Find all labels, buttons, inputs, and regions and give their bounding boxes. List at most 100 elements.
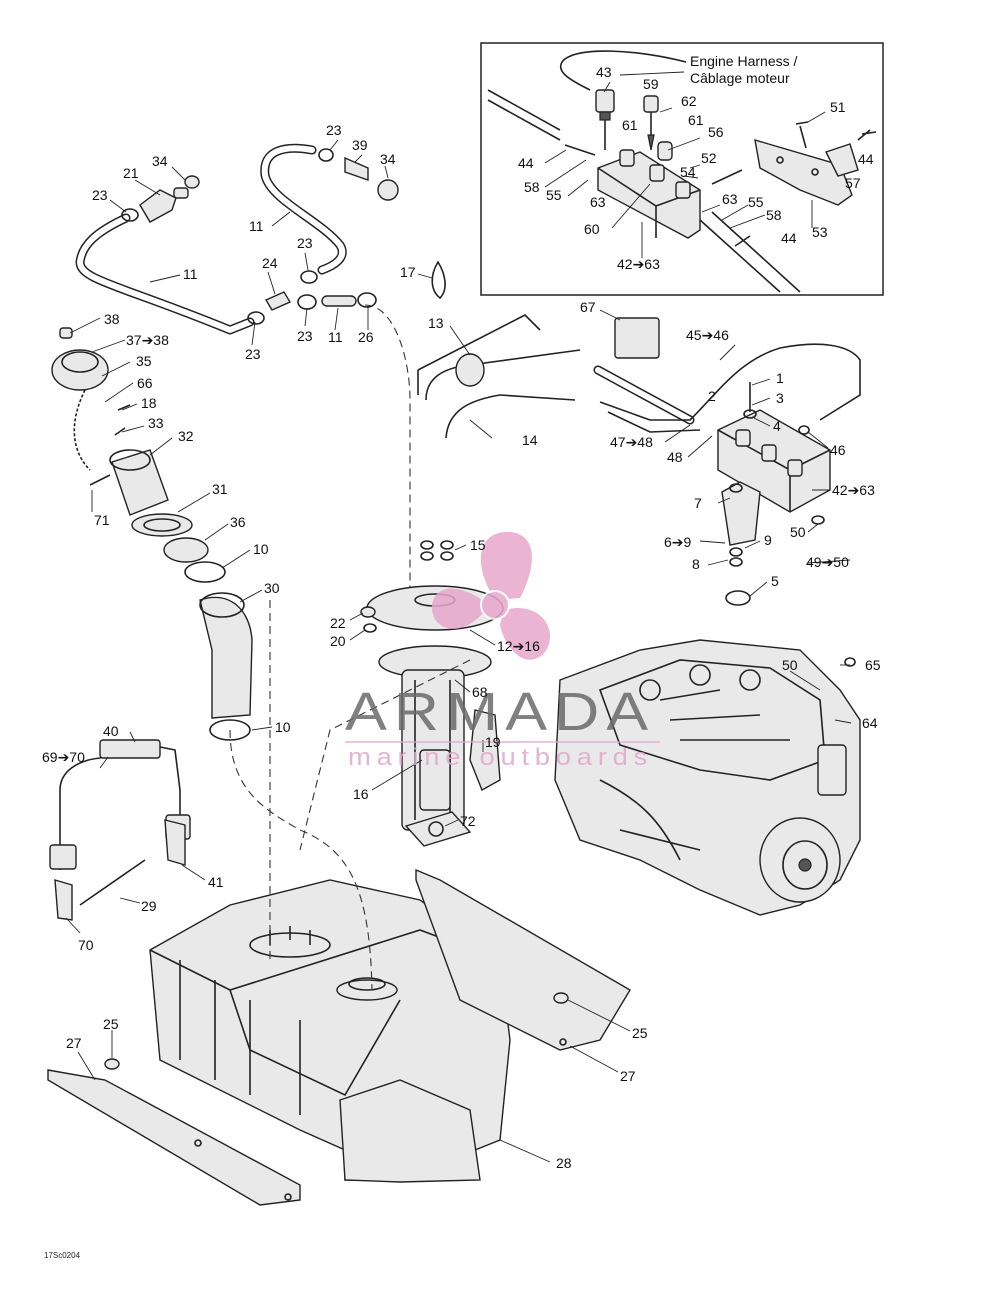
injector-6 [721, 481, 761, 546]
callout-44c: 44 [781, 230, 797, 246]
callout-63a: 63 [590, 194, 606, 210]
callout-64: 64 [862, 715, 878, 731]
callout-39: 39 [352, 137, 368, 153]
bracket-57 [825, 143, 859, 177]
callout-71: 71 [94, 512, 110, 528]
harness-label-fr: Câblage moteur [690, 70, 790, 86]
callout-63b: 63 [722, 191, 738, 207]
callout-68: 68 [472, 684, 488, 700]
callout-24: 24 [262, 255, 278, 271]
callout-8: 8 [692, 556, 700, 572]
callout-18: 18 [141, 395, 157, 411]
callout-26: 26 [358, 329, 374, 345]
callout-19: 19 [485, 734, 501, 750]
callout-47-48: 47➔48 [610, 434, 653, 450]
callout-11b: 11 [183, 266, 198, 282]
callout-3: 3 [776, 390, 784, 406]
callout-27a: 27 [66, 1035, 82, 1051]
callout-32: 32 [178, 428, 194, 444]
main-leaders [65, 139, 852, 1163]
callout-15: 15 [470, 537, 486, 553]
callout-23d: 23 [245, 346, 261, 362]
fuel-rail-hoses-right [593, 317, 876, 703]
callout-30: 30 [264, 580, 280, 596]
callout-7: 7 [694, 495, 702, 511]
callout-29: 29 [141, 898, 157, 914]
fuel-tank-28 [149, 600, 511, 1183]
callout-70: 70 [78, 937, 94, 953]
harness-conduit-lower [699, 211, 801, 293]
callout-53: 53 [812, 224, 828, 240]
callout-16: 16 [353, 786, 369, 802]
pressure-sensor-43 [595, 89, 615, 150]
callout-25b: 25 [632, 1025, 648, 1041]
callout-55a: 55 [546, 187, 562, 203]
callout-31: 31 [212, 481, 228, 497]
callout-27b: 27 [620, 1068, 636, 1084]
callout-52: 52 [701, 150, 717, 166]
callout-66: 66 [137, 375, 153, 391]
callout-10a: 10 [253, 541, 269, 557]
callout-17: 17 [400, 264, 416, 280]
callout-23c: 23 [297, 235, 313, 251]
callout-59: 59 [643, 76, 659, 92]
callout-23e: 23 [297, 328, 313, 344]
fuel-hoses-11 [75, 143, 357, 335]
callout-23b: 23 [92, 187, 108, 203]
callout-35: 35 [136, 353, 152, 369]
callout-38: 38 [104, 311, 120, 327]
callout-33: 33 [148, 415, 164, 431]
callout-23a: 23 [326, 122, 342, 138]
callout-48: 48 [667, 449, 683, 465]
module-67 [614, 317, 660, 359]
callout-36: 36 [230, 514, 246, 530]
engine-block [554, 639, 861, 916]
fitting-56 [657, 141, 673, 161]
callout-28: 28 [556, 1155, 572, 1171]
clamp-10-upper [184, 561, 226, 583]
callout-34a: 34 [380, 151, 396, 167]
harness-cable [559, 50, 687, 91]
callout-14: 14 [522, 432, 538, 448]
callout-9: 9 [764, 532, 772, 548]
callout-6-9: 6➔9 [664, 534, 692, 550]
fuel-rail-inset [597, 149, 701, 239]
callout-49-50: 49➔50 [806, 554, 849, 570]
callout-72: 72 [460, 813, 476, 829]
callout-13: 13 [428, 315, 444, 331]
callout-46: 46 [830, 442, 846, 458]
filler-neck-32 [111, 449, 169, 516]
callout-11a: 11 [249, 218, 264, 234]
callout-42-63a: 42➔63 [617, 256, 660, 272]
callout-43a: 43 [596, 64, 612, 80]
callout-61b: 61 [688, 112, 704, 128]
armada-watermark: ARMADA marine outboards [345, 531, 660, 771]
watermark-brand: ARMADA [345, 682, 655, 742]
callout-34b: 34 [152, 153, 168, 169]
callout-50a: 50 [790, 524, 806, 540]
callout-5: 5 [771, 573, 779, 589]
callout-56: 56 [708, 124, 724, 140]
callout-21: 21 [123, 165, 139, 181]
callout-44a: 44 [518, 155, 534, 171]
callout-37-38: 37➔38 [126, 332, 169, 348]
callout-58a: 58 [524, 179, 540, 195]
clamp-10-lower [209, 719, 251, 741]
inset-frame [480, 42, 884, 296]
callout-51: 51 [830, 99, 846, 115]
fittings-upper [121, 148, 399, 325]
callout-10b: 10 [275, 719, 291, 735]
callout-40: 40 [103, 723, 119, 739]
callout-11c: 11 [328, 329, 343, 345]
callout-2: 2 [708, 388, 716, 404]
callout-65: 65 [865, 657, 881, 673]
callout-12-16: 12➔16 [497, 638, 540, 654]
harness-label-en: Engine Harness / [690, 53, 798, 69]
callout-1: 1 [776, 370, 784, 386]
callout-54: 54 [680, 164, 696, 180]
temperature-sensor-59 [643, 95, 659, 151]
callout-58b: 58 [766, 207, 782, 223]
label-72 [404, 811, 472, 847]
